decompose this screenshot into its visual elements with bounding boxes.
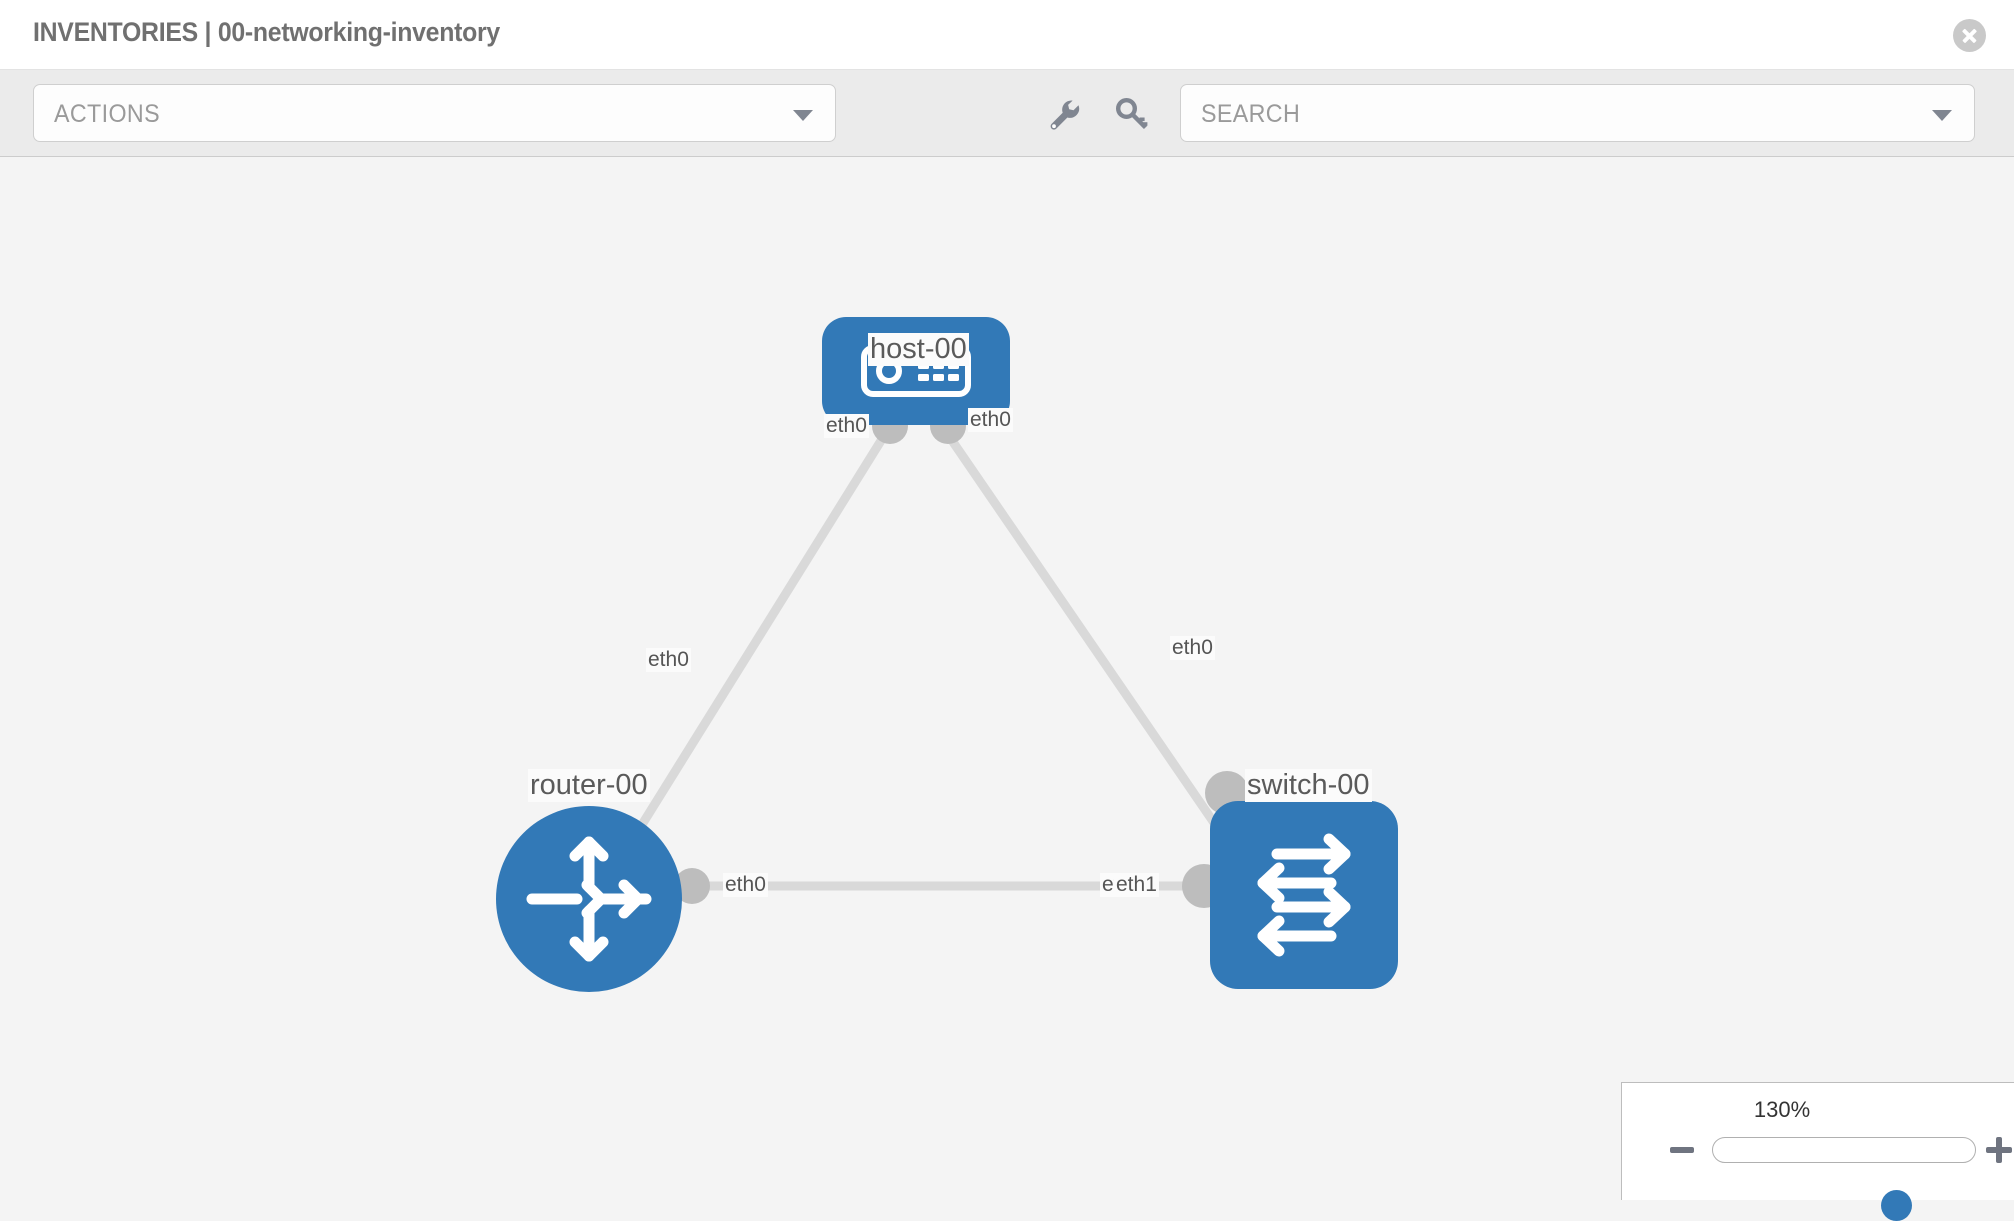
zoom-slider-thumb[interactable]	[1881, 1190, 1912, 1221]
link-host-switch	[936, 420, 1249, 871]
chevron-down-icon	[793, 110, 813, 121]
edge-label-router-switch-router: eth0	[723, 873, 768, 897]
node-switch-00[interactable]	[1210, 801, 1398, 989]
router-arrows-icon	[526, 836, 652, 962]
plus-icon[interactable]	[1986, 1137, 2012, 1163]
node-label-host-00: host-00	[868, 333, 969, 366]
node-label-router-00: router-00	[528, 769, 650, 802]
edge-label-host-router-host: eth0	[824, 414, 869, 438]
search-input[interactable]: SEARCH	[1180, 84, 1975, 142]
actions-dropdown-label: ACTIONS	[54, 100, 160, 128]
minus-icon[interactable]	[1670, 1147, 1694, 1153]
link-host-router	[606, 420, 896, 879]
topology-links	[606, 420, 1249, 891]
node-router-00[interactable]	[496, 806, 682, 992]
close-icon[interactable]	[1953, 19, 1986, 52]
chevron-down-icon	[1932, 110, 1952, 121]
switch-arrows-icon	[1257, 833, 1351, 957]
edge-label-host-switch-host: eth0	[968, 408, 1013, 432]
page-header: INVENTORIES | 00-networking-inventory	[0, 0, 2014, 70]
key-icon[interactable]	[1114, 96, 1150, 132]
topology-canvas[interactable]: host-00 router-00 switch-00 eth0 eth0 et…	[0, 158, 2014, 1200]
node-label-switch-00: switch-00	[1245, 769, 1372, 802]
zoom-slider[interactable]	[1712, 1137, 1976, 1221]
toolbar: ACTIONS SEARCH	[0, 70, 2014, 157]
wrench-icon[interactable]	[1046, 96, 1082, 132]
actions-dropdown[interactable]: ACTIONS	[33, 84, 836, 142]
edge-label-host-switch-switch: eth0	[1170, 636, 1215, 660]
edge-label-router-switch-switch: eth1	[1114, 873, 1159, 897]
page-title: INVENTORIES | 00-networking-inventory	[33, 17, 500, 47]
zoom-level-label: 130%	[1753, 1097, 1811, 1122]
zoom-control-panel: 130%	[1621, 1082, 2014, 1221]
edge-label-host-router-router: eth0	[646, 648, 691, 672]
search-placeholder: SEARCH	[1201, 100, 1301, 128]
